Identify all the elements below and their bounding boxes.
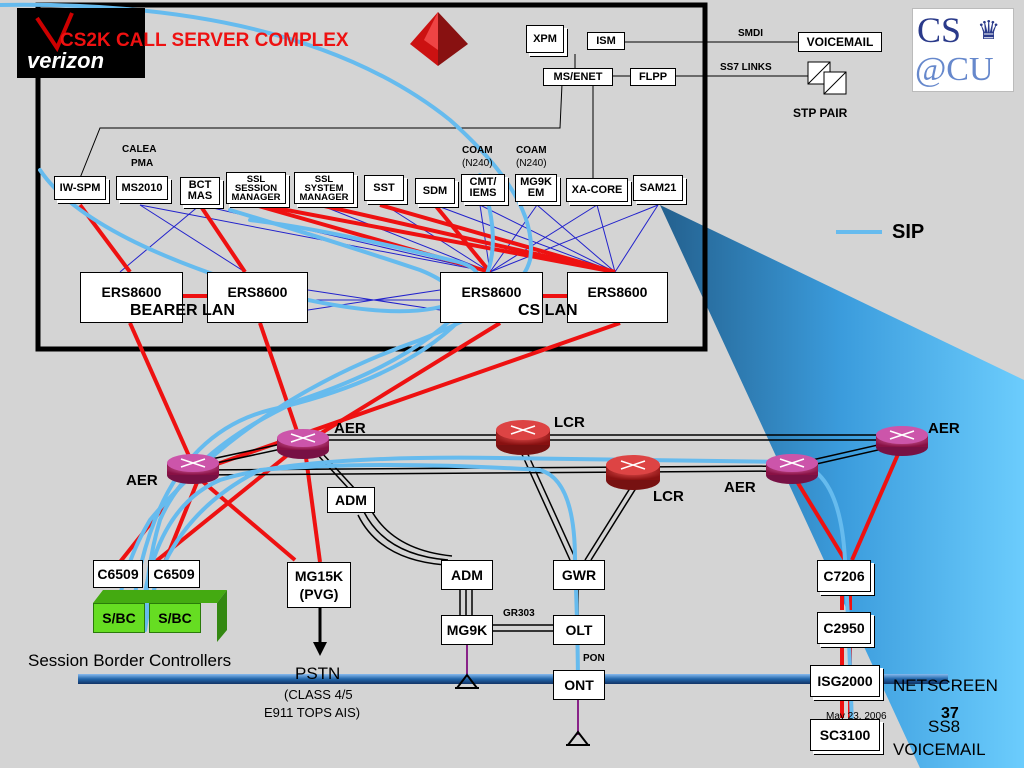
ss7-links-label: SS7 LINKS: [720, 62, 772, 73]
cmt-iems-box: CMT/ IEMS: [461, 174, 505, 202]
router-icon-aer-top: [277, 429, 329, 459]
calea-label: CALEA: [122, 144, 157, 155]
mg15k-text: MG15K: [294, 568, 344, 584]
pyramid-icon: [410, 12, 468, 66]
voicemail-box: VOICEMAIL: [798, 32, 882, 52]
sbc-caption: Session Border Controllers: [28, 651, 232, 670]
c6509-box-1: C6509: [93, 560, 143, 588]
ms2010-box: MS2010: [116, 176, 168, 200]
adm-box-1: ADM: [327, 487, 375, 513]
aer-right-label: AER: [928, 420, 960, 437]
ssl-system-manager-box: SSL SYSTEM MANAGER: [294, 172, 354, 204]
isg2000-box: ISG2000: [810, 665, 880, 697]
sbc-box-1: S/BC: [93, 603, 145, 633]
mg9k-em-1: MG9K: [520, 176, 552, 188]
sdm-box: SDM: [415, 178, 455, 204]
mg9k-box: MG9K: [441, 615, 493, 645]
iems-text: IEMS: [469, 187, 497, 199]
mg9k-em-box: MG9K EM: [515, 174, 557, 202]
antenna-icon: [454, 673, 591, 746]
ssl-system-3: MANAGER: [299, 191, 349, 203]
pstn-label: PSTN: [295, 664, 341, 683]
coam1-sub: (N240): [462, 158, 493, 169]
aer-top-label: AER: [334, 420, 366, 437]
router-icon-aer-left: [167, 454, 219, 484]
ssl-session-3: MANAGER: [231, 191, 281, 203]
aer-mid-label: AER: [724, 479, 756, 496]
pma-label: PMA: [131, 158, 154, 169]
mg15k-box: MG15K (PVG): [287, 562, 351, 608]
ssl-session-manager-box: SSL SESSION MANAGER: [226, 172, 286, 204]
sip-legend-label: SIP: [892, 221, 925, 243]
pon-label: PON: [583, 653, 605, 664]
gr303-label: GR303: [503, 608, 535, 619]
ers8600-4: ERS8600: [567, 272, 668, 323]
coam2-label: COAM: [516, 145, 547, 156]
page-title: CS2K CALL SERVER COMPLEX: [60, 30, 349, 51]
date-label: May 23, 2006: [826, 711, 887, 722]
call-server-frame: [35, 2, 708, 352]
cs-lan-label: CS LAN: [518, 302, 578, 319]
ers8600-3: ERS8600: [440, 272, 543, 323]
gwr-box: GWR: [553, 560, 605, 590]
crown-icon: ♛: [977, 15, 1001, 45]
cmt-text: CMT/: [469, 176, 497, 188]
bct-mas-box: BCT MAS: [180, 177, 220, 205]
xpm-box: XPM: [526, 25, 564, 53]
sbc-3d: [93, 590, 227, 603]
netscreen-label: NETSCREEN: [893, 676, 998, 695]
pstn-sub-1: (CLASS 4/5: [284, 687, 353, 702]
voicemail-bottom-label: VOICEMAIL: [893, 740, 986, 759]
pvg-text: (PVG): [299, 586, 339, 602]
mas-text: MAS: [187, 190, 213, 202]
router-icon-lcr-top: [496, 420, 550, 455]
cu-logo-line2: @CU: [915, 51, 994, 88]
ssl-session-1: SSL: [246, 173, 266, 185]
ers8600-1: ERS8600: [80, 272, 183, 323]
ms-enet-box: MS/ENET: [543, 68, 613, 86]
blue-beam-shape: [660, 205, 1024, 768]
columbia-cs-logo: CS ♛ @CU: [912, 8, 1014, 92]
xa-core-box: XA-CORE: [566, 178, 628, 202]
olt-box: OLT: [553, 615, 605, 645]
stp-pair-label: STP PAIR: [793, 106, 848, 120]
access-bus: [78, 674, 948, 684]
ssl-session-2: SESSION: [234, 182, 278, 194]
mg9k-em-2: EM: [527, 187, 545, 199]
adm-box-2: ADM: [441, 560, 493, 590]
ssl-system-1: SSL: [314, 173, 334, 185]
iw-spm-box: IW-SPM: [54, 176, 106, 200]
ers8600-2: ERS8600: [207, 272, 308, 323]
router-icon-aer-mid: [766, 454, 818, 484]
cu-logo-line1: CS: [917, 10, 962, 50]
coam1-label: COAM: [462, 145, 493, 156]
c7206-box: C7206: [817, 560, 871, 592]
ism-box: ISM: [587, 32, 625, 50]
coam2-sub: (N240): [516, 158, 547, 169]
svg-text:verizon: verizon: [27, 48, 104, 73]
page-number: 37: [941, 705, 959, 722]
router-icon-lcr-bottom: [606, 455, 660, 490]
ss8-label: SS8: [928, 717, 961, 736]
sam21-box: SAM21: [633, 175, 683, 201]
sbc-box-2: S/BC: [149, 603, 201, 633]
ssl-system-2: SYSTEM: [304, 182, 344, 194]
c6509-box-2: C6509: [148, 560, 200, 588]
bearer-lan-label: BEARER LAN: [130, 302, 235, 319]
sst-box: SST: [364, 175, 404, 201]
verizon-logo: verizon: [17, 8, 145, 78]
sc3100-box: SC3100: [810, 719, 880, 751]
lcr-top-label: LCR: [554, 414, 585, 431]
flpp-box: FLPP: [630, 68, 676, 86]
router-icon-aer-right: [876, 426, 928, 456]
ont-box: ONT: [553, 670, 605, 700]
aer-left-label: AER: [126, 472, 158, 489]
lcr-bottom-label: LCR: [653, 488, 684, 505]
bct-text: BCT: [188, 179, 212, 191]
pstn-sub-2: E911 TOPS AIS): [264, 705, 361, 720]
smdi-label: SMDI: [738, 28, 763, 39]
c2950-box: C2950: [817, 612, 871, 644]
